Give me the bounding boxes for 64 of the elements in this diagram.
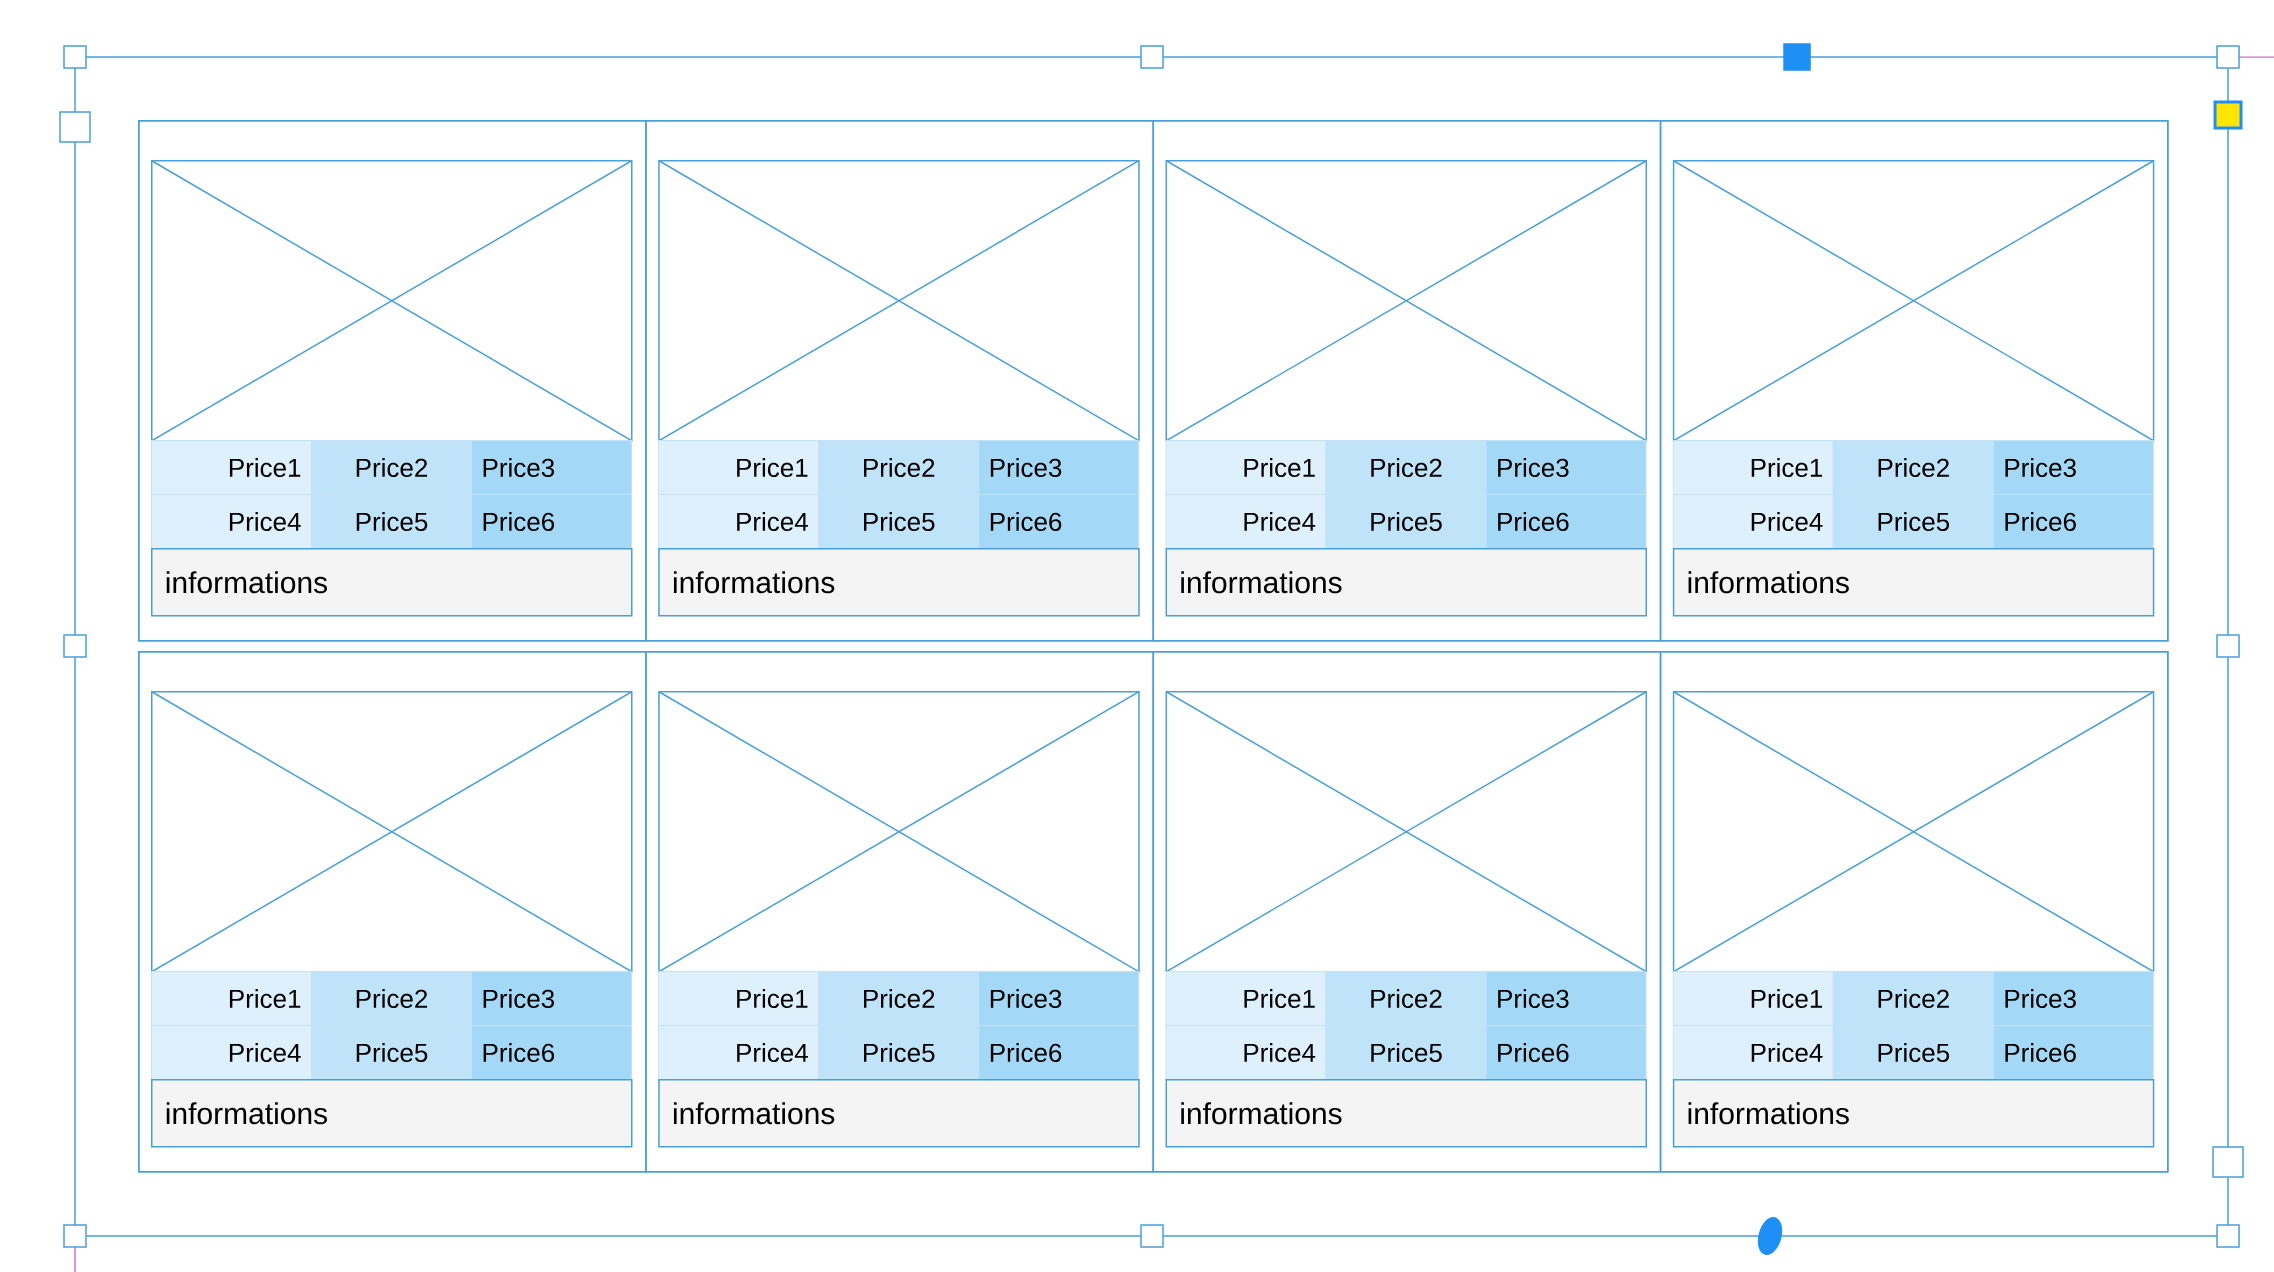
price-cell: Price4 [658, 494, 820, 549]
product-card [1659, 120, 2169, 642]
price-cell: Price1 [1672, 971, 1834, 1026]
price-cell: Price2 [818, 971, 980, 1026]
info-bar: informations [151, 548, 633, 617]
product-card [138, 651, 647, 1173]
price-cell: Price1 [151, 440, 312, 495]
price-cell: Price5 [1325, 494, 1487, 549]
price-cell: Price3 [978, 440, 1140, 495]
price-cell: Price1 [1165, 440, 1327, 495]
product-card [1659, 651, 2169, 1173]
price-cell: Price1 [658, 971, 820, 1026]
price-cell: Price5 [311, 494, 472, 549]
price-cell: Price6 [1485, 1025, 1647, 1080]
price-cell: Price1 [1165, 971, 1327, 1026]
price-cell: Price4 [1165, 494, 1327, 549]
price-cell: Price4 [1672, 1025, 1834, 1080]
product-card [645, 120, 1154, 642]
price-cell: Price4 [151, 1025, 312, 1080]
price-cell: Price5 [818, 1025, 980, 1080]
price-cell: Price3 [978, 971, 1140, 1026]
price-cell: Price2 [1832, 440, 1994, 495]
price-cell: Price4 [658, 1025, 820, 1080]
price-cell: Price5 [818, 494, 980, 549]
price-cell: Price4 [151, 494, 312, 549]
price-cell: Price1 [1672, 440, 1834, 495]
price-cell: Price5 [1325, 1025, 1487, 1080]
info-bar: informations [1672, 548, 2155, 617]
info-bar: informations [658, 548, 1140, 617]
price-cell: Price4 [1672, 494, 1834, 549]
price-cell: Price3 [471, 971, 632, 1026]
product-card [1152, 120, 1662, 642]
price-cell: Price3 [471, 440, 632, 495]
product-card [138, 120, 647, 642]
info-bar: informations [1672, 1079, 2155, 1148]
price-cell: Price6 [1992, 494, 2154, 549]
price-cell: Price2 [1832, 971, 1994, 1026]
price-cell: Price5 [311, 1025, 472, 1080]
info-bar: informations [658, 1079, 1140, 1148]
price-cell: Price6 [978, 494, 1140, 549]
price-cell: Price3 [1485, 971, 1647, 1026]
price-cell: Price1 [151, 971, 312, 1026]
price-cell: Price1 [658, 440, 820, 495]
price-cell: Price6 [471, 1025, 632, 1080]
product-card [1152, 651, 1662, 1173]
info-bar: informations [151, 1079, 633, 1148]
price-cell: Price3 [1992, 440, 2154, 495]
price-cell: Price5 [1832, 494, 1994, 549]
product-card [645, 651, 1154, 1173]
price-cell: Price2 [311, 440, 472, 495]
price-cell: Price5 [1832, 1025, 1994, 1080]
price-cell: Price2 [1325, 971, 1487, 1026]
info-bar: informations [1165, 1079, 1647, 1148]
price-cell: Price6 [1992, 1025, 2154, 1080]
price-cell: Price6 [471, 494, 632, 549]
price-cell: Price2 [311, 971, 472, 1026]
price-cell: Price2 [818, 440, 980, 495]
price-cell: Price3 [1485, 440, 1647, 495]
price-cell: Price3 [1992, 971, 2154, 1026]
price-cell: Price2 [1325, 440, 1487, 495]
price-cell: Price6 [978, 1025, 1140, 1080]
info-bar: informations [1165, 548, 1647, 617]
price-cell: Price4 [1165, 1025, 1327, 1080]
price-cell: Price6 [1485, 494, 1647, 549]
